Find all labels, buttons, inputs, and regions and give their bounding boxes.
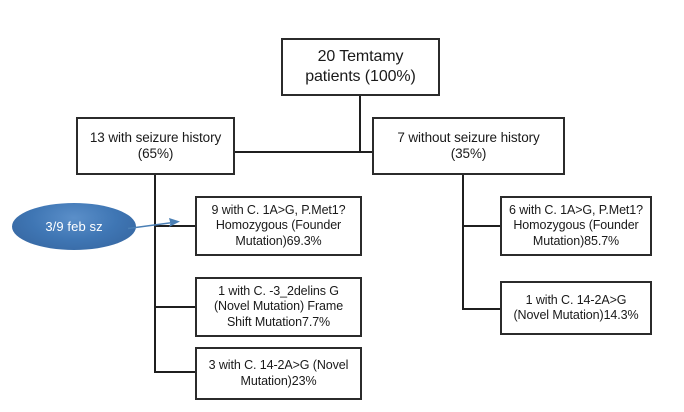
connector-left-stub-3 <box>154 371 196 373</box>
node-right-founder-label: 6 with C. 1A>G, P.Met1? Homozygous (Foun… <box>509 203 643 248</box>
connector-left-stub-2 <box>154 306 196 308</box>
node-without-seizure-history: 7 without seizure history (35%) <box>372 117 565 175</box>
connector-left-stub-1 <box>154 225 196 227</box>
node-left-founder-mutation: 9 with C. 1A>G, P.Met1? Homozygous (Foun… <box>195 196 362 256</box>
connector-right-stub-2 <box>462 308 501 310</box>
connector-left-trunk <box>154 175 156 373</box>
callout-ellipse-febrile-seizures: 3/9 feb sz <box>12 203 136 250</box>
node-with-seizure-label: 13 with seizure history (65%) <box>89 129 222 161</box>
node-right-splice-label: 1 with C. 14-2A>G (Novel Mutation)14.3% <box>513 292 639 322</box>
node-with-seizure-history: 13 with seizure history (65%) <box>76 117 235 175</box>
connector-root-stem <box>359 95 361 153</box>
node-without-seizure-label: 7 without seizure history (35%) <box>397 129 540 161</box>
connector-right-trunk <box>462 175 464 310</box>
node-left-frameshift-mutation: 1 with C. -3_2delins G (Novel Mutation) … <box>195 277 362 337</box>
node-left-founder-label: 9 with C. 1A>G, P.Met1? Homozygous (Foun… <box>211 203 346 248</box>
callout-label: 3/9 feb sz <box>45 219 103 234</box>
connector-right-stub-1 <box>462 225 501 227</box>
node-left-splice-mutation: 3 with C. 14-2A>G (Novel Mutation)23% <box>195 347 362 400</box>
node-right-splice-mutation: 1 with C. 14-2A>G (Novel Mutation)14.3% <box>500 281 652 335</box>
callout-arrow-icon <box>128 218 180 230</box>
node-left-frameshift-label: 1 with C. -3_2delins G (Novel Mutation) … <box>213 284 344 329</box>
node-right-founder-mutation: 6 with C. 1A>G, P.Met1? Homozygous (Foun… <box>500 196 652 256</box>
connector-root-crossbar <box>235 151 373 153</box>
node-left-splice-label: 3 with C. 14-2A>G (Novel Mutation)23% <box>208 358 349 388</box>
node-root-label: 20 Temtamy patients (100%) <box>305 48 416 85</box>
node-root-total-patients: 20 Temtamy patients (100%) <box>281 38 440 96</box>
